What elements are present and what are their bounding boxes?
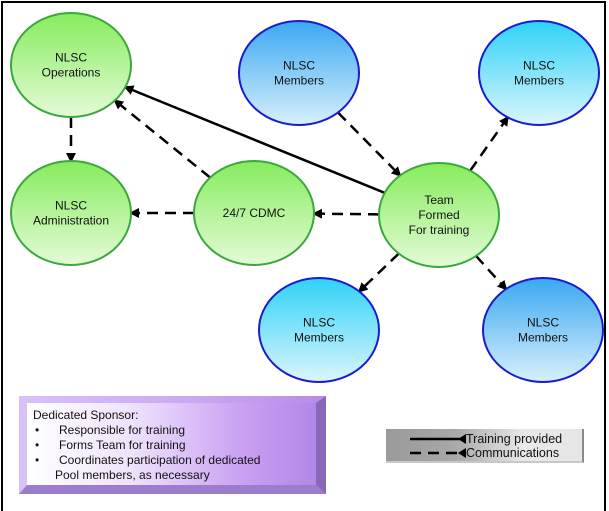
node-label: Formed [418,208,459,222]
node-label: Administration [33,214,109,228]
node-ellipse [378,162,500,268]
node-label: NLSC [55,51,87,65]
communication-edge-team-to-members_bottom_right [475,255,508,291]
communication-edge-members_top_left-to-team [337,111,402,177]
node-label: For training [409,223,470,237]
solid-line-arrow-icon [410,434,466,444]
sponsor-note: Dedicated Sponsor: Responsible for train… [19,396,326,494]
legend-item-training: Training provided [386,432,582,446]
node-ellipse [482,277,604,383]
sponsor-content: Dedicated Sponsor: Responsible for train… [33,408,260,483]
sponsor-bullet: Coordinates participation of dedicated [33,453,260,468]
node-label: NLSC [283,59,315,73]
legend: Training provided Communications [386,429,584,463]
sponsor-bullets: Responsible for training Forms Team for … [33,423,260,468]
legend-item-communications: Communications [386,446,582,460]
node-label: Members [274,74,324,88]
node-label: NLSC [303,316,335,330]
communication-edge-team-to-members_top_right [469,115,509,172]
training-edge-team-to-ops [123,85,386,195]
sponsor-bevel-bottom [19,485,326,494]
sponsor-title: Dedicated Sponsor: [33,408,139,422]
node-label: Members [294,331,344,345]
node-label: Members [518,331,568,345]
node-label: 24/7 CDMC [223,206,286,220]
communication-edge-cdmc-to-ops [113,99,211,179]
node-label: Members [514,74,564,88]
legend-label-training: Training provided [466,432,563,446]
node-label: NLSC [523,59,555,73]
sponsor-bevel-right [316,396,326,494]
node-ellipse [10,160,132,266]
node-ellipse [238,20,360,126]
node-ellipse [258,277,380,383]
communication-edge-team-to-cdmc [311,208,380,219]
node-label: NLSC [55,199,87,213]
dashed-line-arrow-icon [410,448,466,458]
sponsor-bullet: Forms Team for training [33,438,260,453]
node-label: Team [424,193,453,207]
node-ellipse [193,160,315,266]
node-cdmc: 24/7 CDMC [193,160,315,266]
communication-edge-team-to-members_bottom_left [357,252,400,293]
legend-label-communications: Communications [466,446,560,460]
node-ellipse [10,12,132,118]
node-ellipse [478,20,600,126]
sponsor-bullet: Responsible for training [33,423,260,438]
node-label: NLSC [527,316,559,330]
sponsor-bullet-continuation: Pool members, as necessary [55,468,210,482]
node-label: Operations [42,66,101,80]
